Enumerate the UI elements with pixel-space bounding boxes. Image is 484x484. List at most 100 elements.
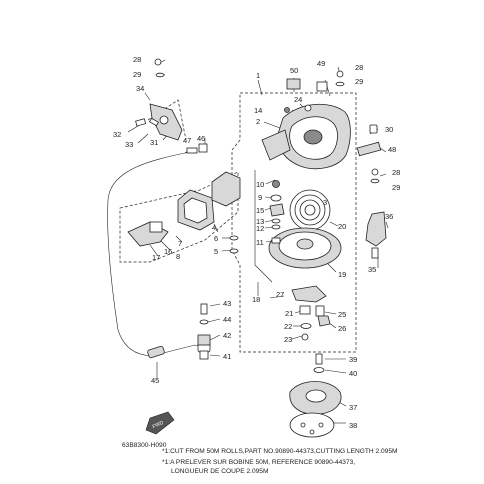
part-label: 11 xyxy=(256,238,264,247)
washer-29-left xyxy=(155,72,165,78)
part-label: 4 xyxy=(212,223,216,232)
part-labels: 1 2 3 4 5 6 7 8 9 10 11 12 13 14 15 16 1… xyxy=(113,55,400,430)
fwd-label: FWD xyxy=(152,420,165,430)
part-13 xyxy=(271,218,281,224)
part-label: 13 xyxy=(256,217,264,226)
part-label: 44 xyxy=(223,315,231,324)
part-label: 17 xyxy=(152,253,160,262)
part-label: 38 xyxy=(349,421,357,430)
part-label: 5 xyxy=(214,247,218,256)
part-label: 6 xyxy=(214,234,218,243)
part-label: 32 xyxy=(113,130,121,139)
part-10 xyxy=(272,180,280,188)
spring-core xyxy=(304,204,316,216)
part-label: 24 xyxy=(294,95,302,104)
part-label: 7 xyxy=(178,239,182,248)
part-label: 39 xyxy=(349,355,357,364)
part-label: 10 xyxy=(256,180,264,189)
part-label: 30 xyxy=(385,125,393,134)
part-11 xyxy=(271,237,281,244)
washer-5 xyxy=(229,248,239,254)
screw-32 xyxy=(135,118,147,127)
washer-44 xyxy=(199,319,209,325)
part-label: 16 xyxy=(164,247,172,256)
part-label: 45 xyxy=(151,376,159,385)
plate-38 xyxy=(289,412,335,438)
part-label: 2 xyxy=(256,117,260,126)
part-label: 3 xyxy=(323,198,327,207)
washer-40 xyxy=(313,367,325,373)
part-label: 42 xyxy=(223,331,231,340)
part-label: 27 xyxy=(276,290,284,299)
label-49 xyxy=(316,81,328,92)
label-50 xyxy=(286,78,301,90)
part-label: 29 xyxy=(392,183,400,192)
part-label: 49 xyxy=(317,59,325,68)
bolt-14 xyxy=(284,107,290,113)
label-48 xyxy=(356,141,382,157)
part-label: 21 xyxy=(285,309,293,318)
starter-hub xyxy=(303,129,323,145)
bolt-28-left xyxy=(154,58,162,66)
bracket-clip xyxy=(149,221,163,233)
part-label: 12 xyxy=(256,224,264,233)
part-label: 23 xyxy=(284,335,292,344)
bolt-39 xyxy=(315,353,323,365)
part-25 xyxy=(315,305,325,317)
part-label: 29 xyxy=(355,77,363,86)
part-label: 43 xyxy=(223,299,231,308)
part-21 xyxy=(299,305,311,315)
case-bracket xyxy=(261,129,291,161)
part-label: 35 xyxy=(368,265,376,274)
part-label: 41 xyxy=(223,352,231,361)
bolt-47 xyxy=(186,147,198,154)
part-label: 31 xyxy=(150,138,158,147)
note-line-1: *1:CUT FROM 50M ROLLS,PART NO.90890-4437… xyxy=(162,448,398,455)
clamp-42 xyxy=(197,334,211,346)
part-label: 29 xyxy=(133,70,141,79)
bolt-28-top xyxy=(336,70,344,78)
bolt-35 xyxy=(371,247,379,259)
lever-36 xyxy=(365,211,387,247)
part-label: 47 xyxy=(183,136,191,145)
part-label: 1 xyxy=(256,71,260,80)
plate-38-hole-3 xyxy=(309,429,315,435)
cable-to-drum xyxy=(254,170,273,283)
part-label: 8 xyxy=(176,252,180,261)
part-22 xyxy=(300,323,312,329)
bolt-43 xyxy=(200,303,208,315)
handle-cap xyxy=(211,171,241,207)
part-label: 22 xyxy=(284,322,292,331)
part-label: 36 xyxy=(385,212,393,221)
part-label: 28 xyxy=(392,168,400,177)
starter-handle-inner xyxy=(183,197,208,224)
case-clip xyxy=(369,124,378,134)
part-label: 26 xyxy=(338,324,346,333)
assembly-frame xyxy=(231,92,357,353)
part-label: 14 xyxy=(254,106,262,115)
part-label: 40 xyxy=(349,369,357,378)
part-label: 33 xyxy=(125,140,133,149)
part-26 xyxy=(317,315,331,327)
part-label: 34 xyxy=(136,84,144,93)
part-label: 25 xyxy=(338,310,346,319)
part-23 xyxy=(301,333,309,341)
part-9 xyxy=(270,194,282,202)
note-line-3: LONGUEUR DE COUPE 2.095M xyxy=(171,468,268,475)
fwd-arrow-badge: FWD xyxy=(145,411,175,435)
part-label: 18 xyxy=(252,295,260,304)
starter-cable xyxy=(107,151,211,357)
part-label: 28 xyxy=(133,55,141,64)
part-label: 50 xyxy=(290,66,298,75)
ratchet-27 xyxy=(291,285,327,303)
part-label: 28 xyxy=(355,63,363,72)
drawing-code: 63B8300-H090 xyxy=(122,442,167,449)
cam-37-hub xyxy=(305,389,327,403)
plate-38-hole-1 xyxy=(300,422,306,428)
bolt-24 xyxy=(304,104,312,112)
pulley-hub xyxy=(296,238,314,250)
washer-6 xyxy=(229,235,239,241)
linkage-rod xyxy=(148,117,160,127)
subassembly-frame xyxy=(119,171,239,263)
